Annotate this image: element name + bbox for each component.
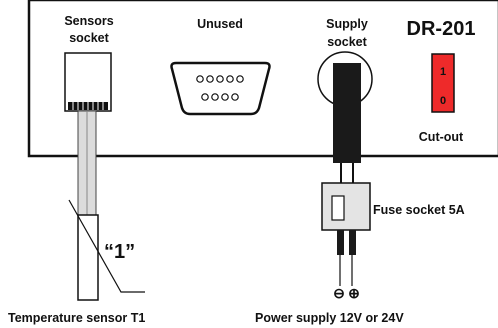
supply-plug — [333, 63, 361, 163]
sensor-marker: “1” — [104, 241, 135, 263]
positive-terminal-symbol: ⊕ — [348, 285, 360, 301]
sensors-socket-pins — [68, 102, 108, 110]
model-title: DR-201 — [407, 18, 476, 40]
supply-socket-label-line1: Supply — [326, 17, 368, 31]
thermistor-symbol — [68, 199, 145, 293]
cutout-label: Cut-out — [419, 130, 464, 144]
sensors-socket[interactable] — [64, 52, 112, 112]
cutout-switch[interactable] — [431, 53, 455, 113]
fuse-label: Fuse socket 5A — [373, 203, 465, 217]
negative-terminal-symbol: ⊖ — [333, 285, 345, 301]
fuse-socket — [321, 182, 371, 231]
supply-socket-label-line2: socket — [327, 35, 367, 49]
temperature-sensor-body — [77, 214, 99, 301]
sensors-socket-label-line1: Sensors — [64, 14, 113, 28]
supply-caption: Power supply 12V or 24V — [255, 311, 404, 325]
fuse-element — [331, 195, 345, 221]
unused-label: Unused — [197, 17, 243, 31]
cutout-on-label: 1 — [440, 66, 446, 78]
db9-pins — [196, 75, 244, 101]
unused-db9-connector — [170, 61, 271, 116]
sensors-socket-label-line2: socket — [69, 31, 109, 45]
sensor-caption: Temperature sensor T1 — [8, 311, 145, 325]
cutout-off-label: 0 — [440, 95, 446, 107]
